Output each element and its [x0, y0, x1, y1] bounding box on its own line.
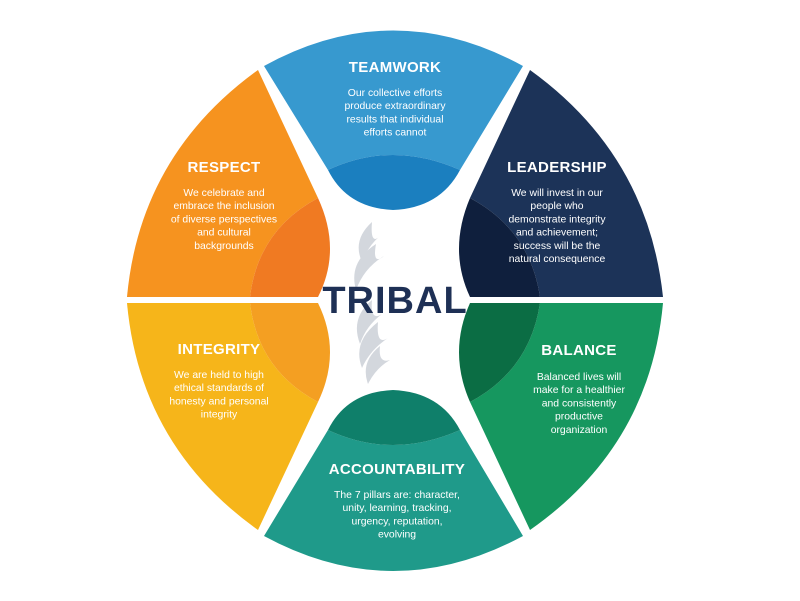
respect-description-line: We celebrate and — [183, 188, 264, 199]
accountability-segment — [264, 390, 523, 571]
leadership-text-group: LEADERSHIP We will invest in our people wh… — [507, 159, 607, 265]
balance-description-line: make for a healthier — [533, 385, 625, 396]
leadership-lens — [459, 198, 540, 297]
respect-band — [127, 70, 318, 297]
leadership-segment — [459, 70, 663, 297]
accountability-band — [264, 430, 523, 571]
respect-title: RESPECT — [188, 159, 261, 176]
integrity-description-line: ethical standards of — [174, 383, 264, 394]
balance-text-group: BALANCE Balanced lives will make for a hea… — [533, 342, 625, 436]
integrity-description-line: integrity — [201, 410, 238, 421]
leadership-description-line: success will be the — [514, 241, 601, 252]
integrity-title: INTEGRITY — [178, 341, 261, 358]
accountability-description-line: urgency, reputation, — [351, 516, 442, 527]
integrity-text-group: INTEGRITY We are held to high ethical stan… — [169, 341, 268, 421]
integrity-description-line: honesty and personal — [169, 396, 268, 407]
balance-description-line: organization — [551, 425, 608, 436]
accountability-description-line: unity, learning, tracking, — [343, 503, 452, 514]
teamwork-band — [264, 30, 523, 170]
teamwork-text-group: TEAMWORK Our collective efforts produce ex… — [344, 59, 446, 139]
balance-description-line: Balanced lives will — [537, 372, 621, 383]
leadership-description-line: and achievement; — [516, 228, 598, 239]
balance-description-line: and consistently — [542, 398, 617, 409]
balance-segment — [459, 303, 663, 530]
leadership-description-line: demonstrate integrity — [508, 214, 606, 225]
integrity-description-line: We are held to high — [174, 370, 264, 381]
respect-description-line: embrace the inclusion — [173, 201, 274, 212]
leadership-description-line: people who — [530, 201, 583, 212]
teamwork-description-line: produce extraordinary — [344, 101, 446, 112]
teamwork-description-line: efforts cannot — [364, 128, 427, 139]
respect-description-line: of diverse perspectives — [171, 214, 277, 225]
integrity-segment — [127, 303, 330, 530]
accountability-title: ACCOUNTABILITY — [329, 461, 465, 478]
leadership-band — [470, 70, 663, 297]
center-title: TRIBAL — [322, 280, 467, 322]
flame-logo-icon — [354, 222, 390, 384]
teamwork-title: TEAMWORK — [349, 59, 441, 76]
integrity-lens — [250, 303, 330, 402]
leadership-description-line: natural consequence — [509, 254, 606, 265]
balance-band — [470, 303, 663, 530]
accountability-description-line: The 7 pillars are: character, — [334, 490, 460, 501]
teamwork-lens — [328, 155, 460, 210]
respect-segment — [127, 70, 330, 297]
teamwork-description-line: results that individual — [346, 114, 443, 125]
leadership-description-line: We will invest in our — [511, 188, 603, 199]
accountability-text-group: ACCOUNTABILITY The 7 pillars are: charact… — [329, 461, 465, 541]
accountability-lens — [328, 390, 460, 445]
balance-description-line: productive — [555, 412, 603, 423]
leadership-title: LEADERSHIP — [507, 159, 607, 176]
balance-lens — [459, 303, 540, 402]
integrity-band — [127, 303, 318, 530]
respect-text-group: RESPECT We celebrate and embrace the inclu… — [171, 159, 277, 252]
accountability-description-line: evolving — [378, 530, 416, 541]
balance-title: BALANCE — [541, 342, 616, 359]
teamwork-description-line: Our collective efforts — [348, 88, 443, 99]
respect-lens — [250, 198, 330, 297]
respect-description-line: and cultural — [197, 228, 251, 239]
respect-description-line: backgrounds — [194, 241, 254, 252]
teamwork-segment — [264, 30, 523, 210]
